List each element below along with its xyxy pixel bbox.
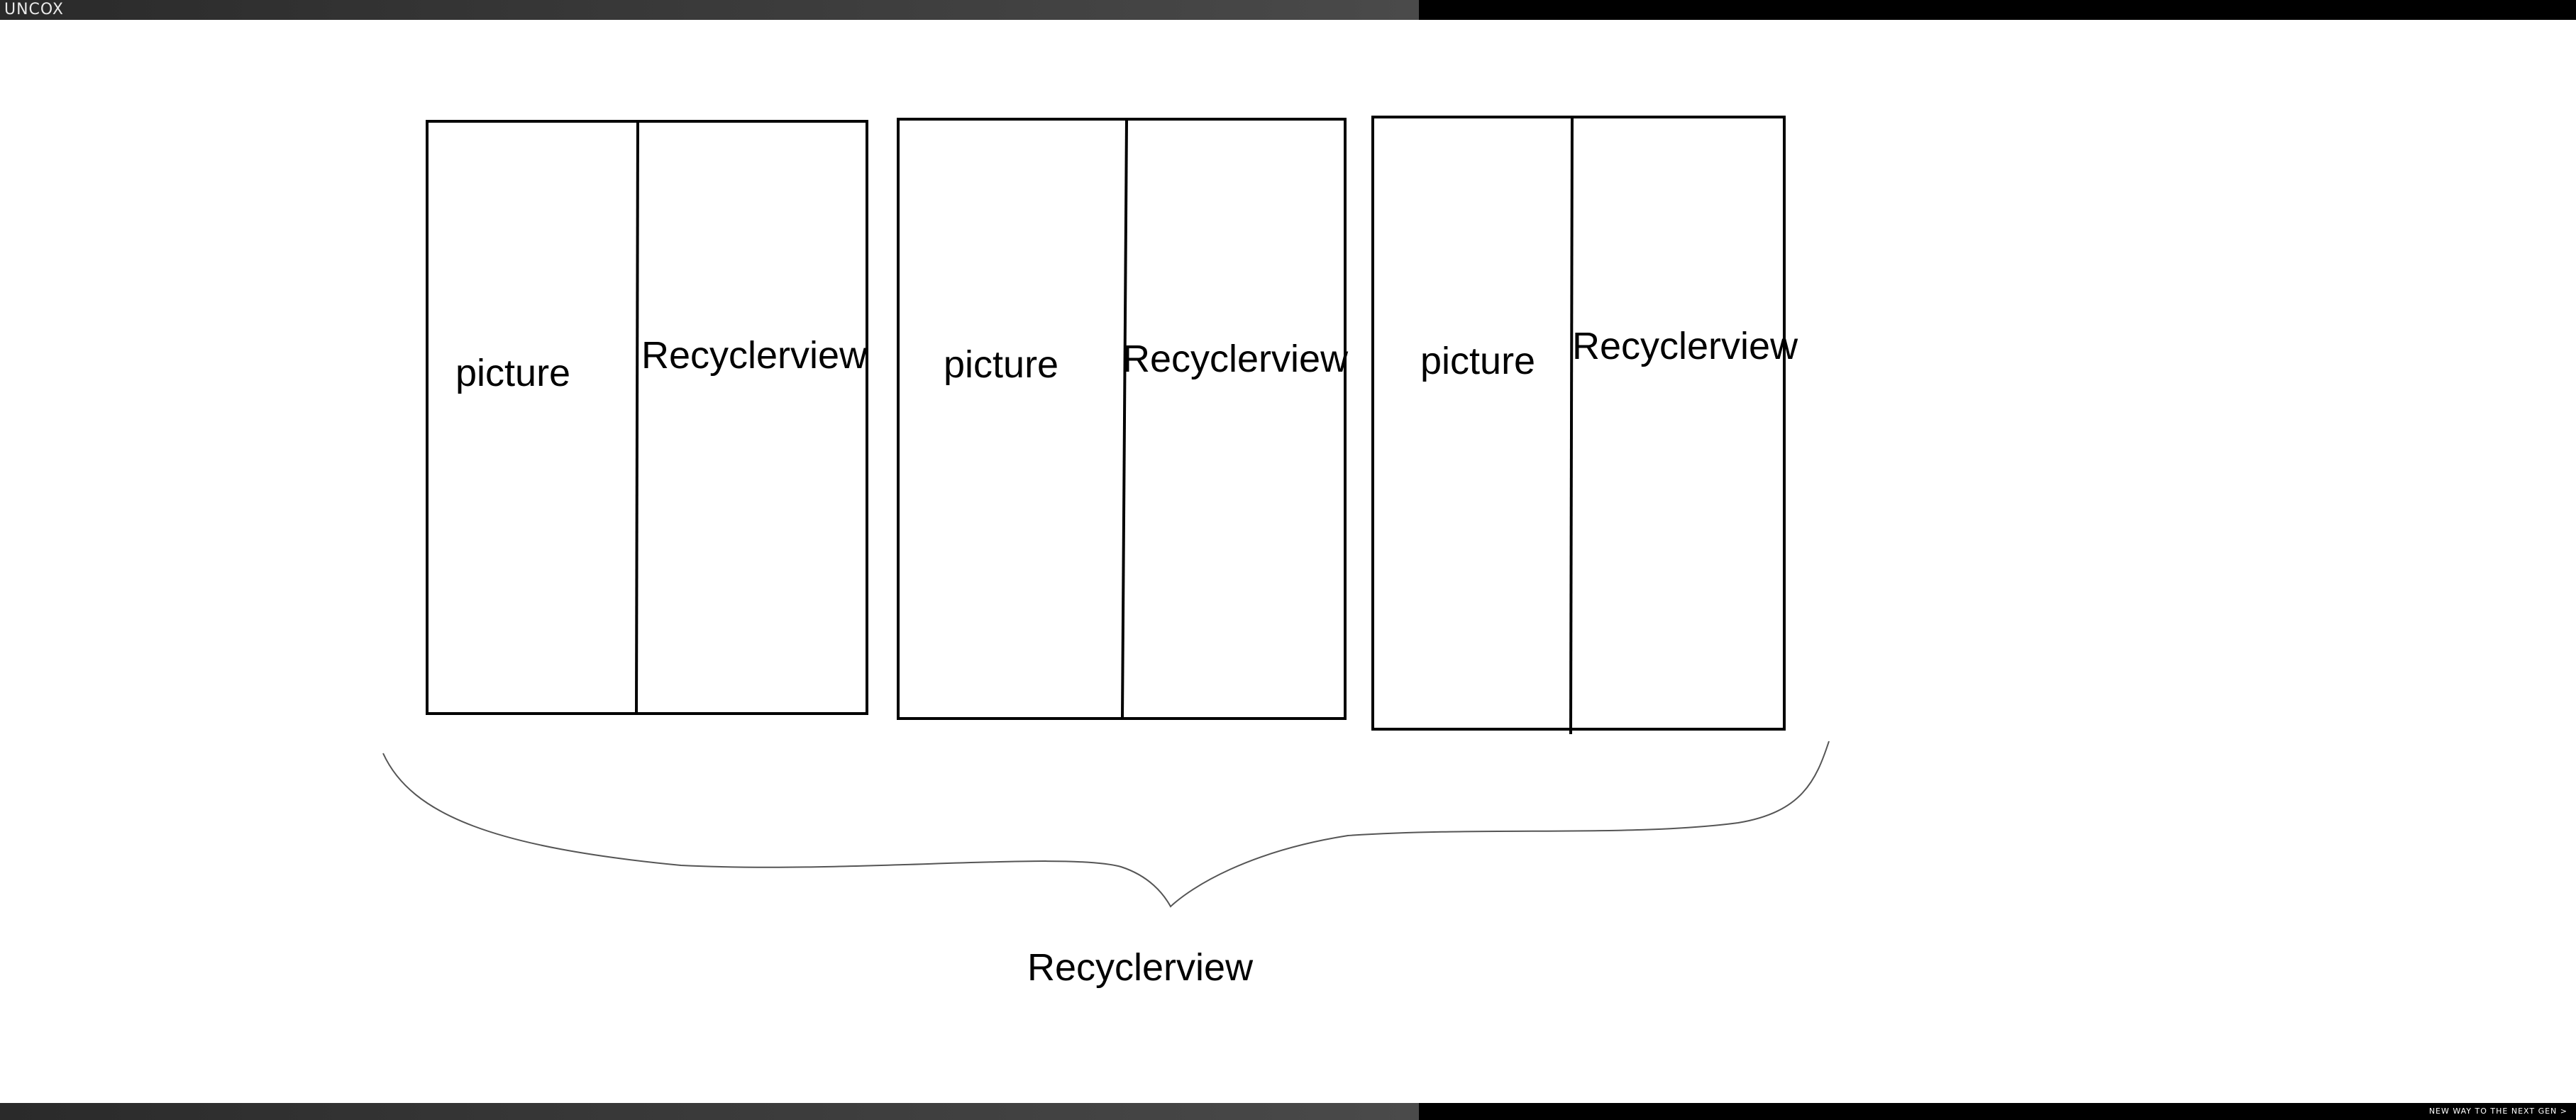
status-bar-gradient [0,1103,1419,1120]
item-3-picture-label: picture [1420,340,1535,382]
diagram-canvas: picture Recyclerview picture Recyclervie… [382,116,1830,989]
item-2-divider [1121,118,1128,719]
window-status-bar: NEW WAY TO THE NEXT GEN > [0,1103,2576,1120]
item-3-divider [1569,116,1574,735]
brand-tagline: NEW WAY TO THE NEXT GEN > [2428,1107,2567,1116]
item-3-recyclerview-label: Recyclerview [1572,325,1798,367]
brand-logo: UNCOX [4,1,64,18]
group-brace [382,741,1830,908]
window-title-bar: UNCOX [0,0,2576,20]
item-2-frame [897,118,1347,720]
list-item-3: picture Recyclerview [1371,116,1798,735]
title-bar-gradient [0,0,1419,20]
item-3-frame [1371,116,1786,731]
list-item-1: picture Recyclerview [426,120,868,715]
item-2-recyclerview-label: Recyclerview [1122,338,1349,380]
item-1-frame [426,120,868,715]
group-recyclerview-label: Recyclerview [1027,946,1254,989]
item-1-picture-label: picture [455,352,570,394]
item-1-recyclerview-label: Recyclerview [641,334,868,377]
item-1-divider [635,121,639,714]
list-item-2: picture Recyclerview [897,118,1349,720]
item-2-picture-label: picture [944,343,1058,386]
